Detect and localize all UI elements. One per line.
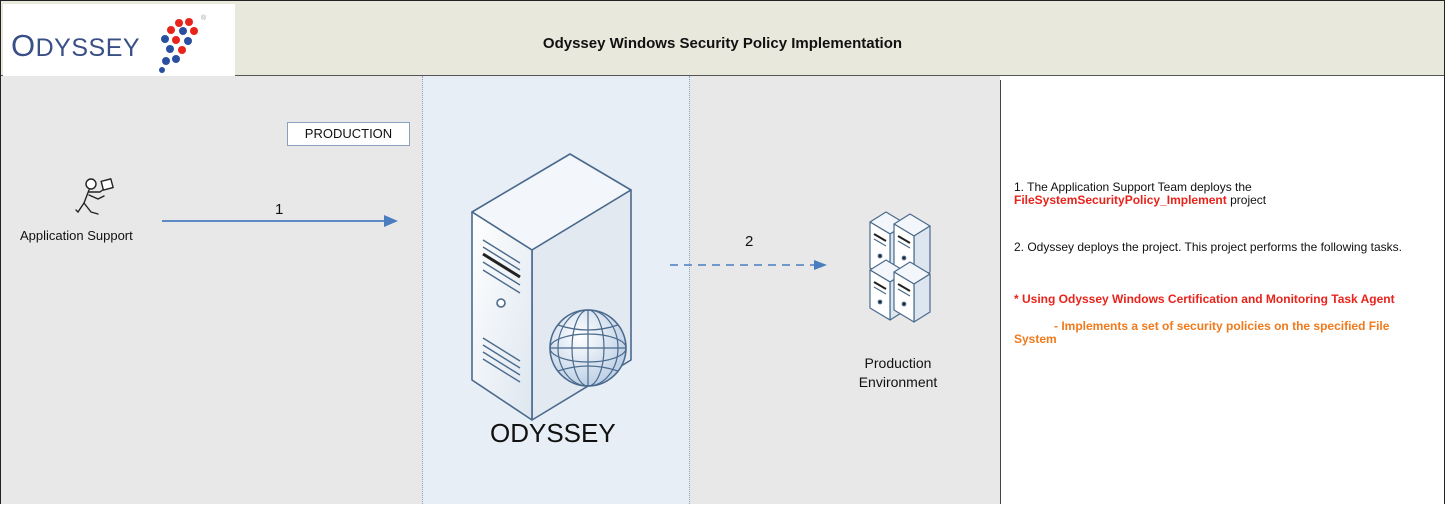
lane-production — [690, 76, 1000, 504]
step-2-label: 2 — [745, 233, 754, 250]
actor-label: Application Support — [20, 228, 133, 243]
server-tower-globe-icon — [471, 153, 632, 421]
logo-wordmark: ODYSSEY — [11, 28, 141, 63]
production-label: PRODUCTION — [287, 122, 410, 146]
svg-text:®: ® — [201, 14, 207, 22]
page-title: Odyssey Windows Security Policy Implemen… — [542, 35, 903, 52]
note-1-intro: 1. The Application Support Team deploys … — [1014, 180, 1252, 194]
environment-label-line1: Production — [864, 355, 932, 371]
flow-arrow-1 — [162, 215, 398, 227]
project-name: FileSystemSecurityPolicy_Implement — [1014, 193, 1227, 207]
server-cluster-icon — [869, 211, 931, 323]
step-1-label: 1 — [275, 201, 284, 218]
flow-arrow-2 — [670, 260, 827, 270]
lane-support — [1, 76, 422, 504]
note-3-task: - Implements a set of security policies … — [1014, 319, 1390, 346]
logo-dots-icon: ® — [159, 14, 207, 73]
note-3-agent: * Using Odyssey Windows Certification an… — [1014, 292, 1395, 306]
note-1-suffix: project — [1226, 193, 1267, 207]
note-1-project-line: FileSystemSecurityPolicy_Implement proje… — [1014, 194, 1434, 207]
odyssey-server-label: ODYSSEY — [490, 418, 616, 448]
note-2: 2. Odyssey deploys the project. This pro… — [1014, 240, 1402, 254]
person-carrying-box-icon — [75, 178, 114, 215]
notes-panel — [1000, 80, 1444, 504]
odyssey-logo: ODYSSEY ® — [3, 4, 235, 76]
header-bar: ODYSSEY ® Odyssey Windows Security Polic… — [1, 1, 1444, 76]
environment-label-line2: Environment — [858, 374, 938, 390]
environment-label: Production Environment — [842, 354, 954, 392]
note-1: 1. The Application Support Team deploys … — [1014, 181, 1434, 207]
